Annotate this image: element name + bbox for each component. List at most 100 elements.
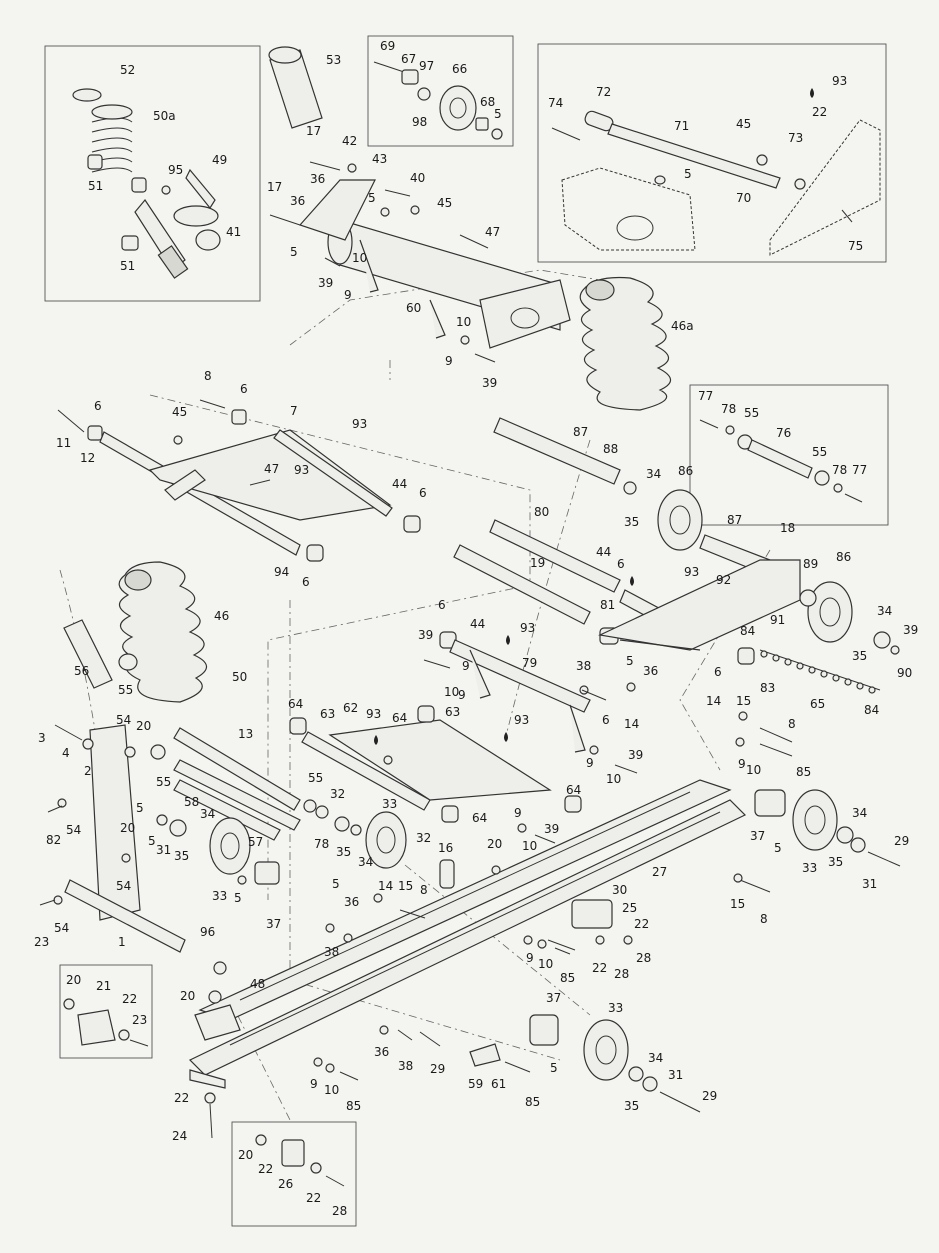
callout-label: 5 [136,801,144,815]
callout-label: 63 [445,705,460,719]
callout-label: 93 [832,74,847,88]
inset-box-torque-arm [537,43,887,263]
slider-block-parts [204,1092,345,1187]
callout-label: 6 [438,598,446,612]
callout-label: 18 [780,521,795,535]
callout-label: 34 [358,855,373,869]
callout-label: 32 [416,831,431,845]
callout-label: 80 [534,505,549,519]
callout-label: 9 [514,806,522,820]
callout-label: 1 [118,935,126,949]
callout-label: 10 [324,1083,339,1097]
callout-label: 71 [674,119,689,133]
callout-label: 20 [66,973,81,987]
callout-label: 64 [392,711,407,725]
callout-label: 70 [736,191,751,205]
callout-label: 96 [200,925,215,939]
callout-label: 79 [522,656,537,670]
callout-label: 93 [352,417,367,431]
callout-label: 60 [406,301,421,315]
callout-label: 8 [760,912,768,926]
callout-label: 55 [156,775,171,789]
callout-label: 54 [66,823,81,837]
callout-label: 36 [310,172,325,186]
callout-label: 86 [678,464,693,478]
callout-label: 5 [626,654,634,668]
callout-label: 59 [468,1077,483,1091]
callout-label: 15 [730,897,745,911]
callout-label: 6 [240,382,248,396]
callout-label: 28 [636,951,651,965]
guide-line [404,864,591,1016]
callout-label: 33 [212,889,227,903]
callout-label: 44 [596,545,611,559]
callout-label: 77 [698,389,713,403]
callout-label: 7 [290,404,298,418]
callout-label: 38 [576,659,591,673]
callout-label: 87 [727,513,742,527]
callout-label: 38 [324,945,339,959]
callout-label: 45 [172,405,187,419]
callout-label: 38 [398,1059,413,1073]
middle-arm-79 [423,631,591,753]
callout-label: 64 [566,783,581,797]
callout-label: 36 [643,664,658,678]
callout-label: 39 [482,376,497,390]
callout-label: 46 [214,609,229,623]
callout-label: 9 [445,354,453,368]
callout-label: 27 [652,865,667,879]
callout-label: 5 [774,841,782,855]
callout-label: 8 [204,369,212,383]
callout-label: 63 [320,707,335,721]
callout-label: 93 [514,713,529,727]
callout-label: 9 [526,951,534,965]
callout-label: 9 [344,288,352,302]
inset-box-shock-spring [44,45,261,302]
callout-label: 35 [852,649,867,663]
callout-label: 11 [56,436,71,450]
callout-label: 65 [810,697,825,711]
callout-label: 31 [668,1068,683,1082]
callout-label: 44 [470,617,485,631]
callout-label: 83 [760,681,775,695]
callout-label: 17 [306,124,321,138]
callout-label: 20 [487,837,502,851]
callout-label: 43 [372,152,387,166]
callout-label: 98 [412,115,427,129]
callout-label: 6 [94,399,102,413]
callout-label: 29 [702,1089,717,1103]
callout-label: 46a [671,319,694,333]
callout-label: 9 [310,1077,318,1091]
front-arm-1 [54,724,186,953]
callout-label: 31 [862,877,877,891]
inset-box-idler-wheel [367,35,514,147]
callout-label: 23 [34,935,49,949]
callout-label: 35 [336,845,351,859]
callout-label: 35 [828,855,843,869]
callout-label: 37 [546,991,561,1005]
callout-label: 36 [374,1045,389,1059]
callout-label: 5 [550,1061,558,1075]
callout-label: 78 [832,463,847,477]
callout-label: 42 [342,134,357,148]
stopper-parts [63,998,149,1047]
callout-label: 6 [302,575,310,589]
callout-label: 62 [343,701,358,715]
callout-label: 20 [120,821,135,835]
callout-label: 22 [306,1191,321,1205]
callout-label: 64 [472,811,487,825]
callout-label: 77 [852,463,867,477]
callout-label: 21 [96,979,111,993]
callout-label: 20 [238,1148,253,1162]
callout-label: 10 [352,251,367,265]
callout-label: 64 [288,697,303,711]
callout-label: 10 [444,685,459,699]
callout-label: 36 [290,194,305,208]
callout-label: 9 [458,688,466,702]
callout-label: 84 [864,703,879,717]
callout-label: 39 [903,623,918,637]
callout-label: 5 [148,834,156,848]
callout-label: 35 [174,849,189,863]
callout-label: 45 [437,196,452,210]
callout-label: 85 [560,971,575,985]
